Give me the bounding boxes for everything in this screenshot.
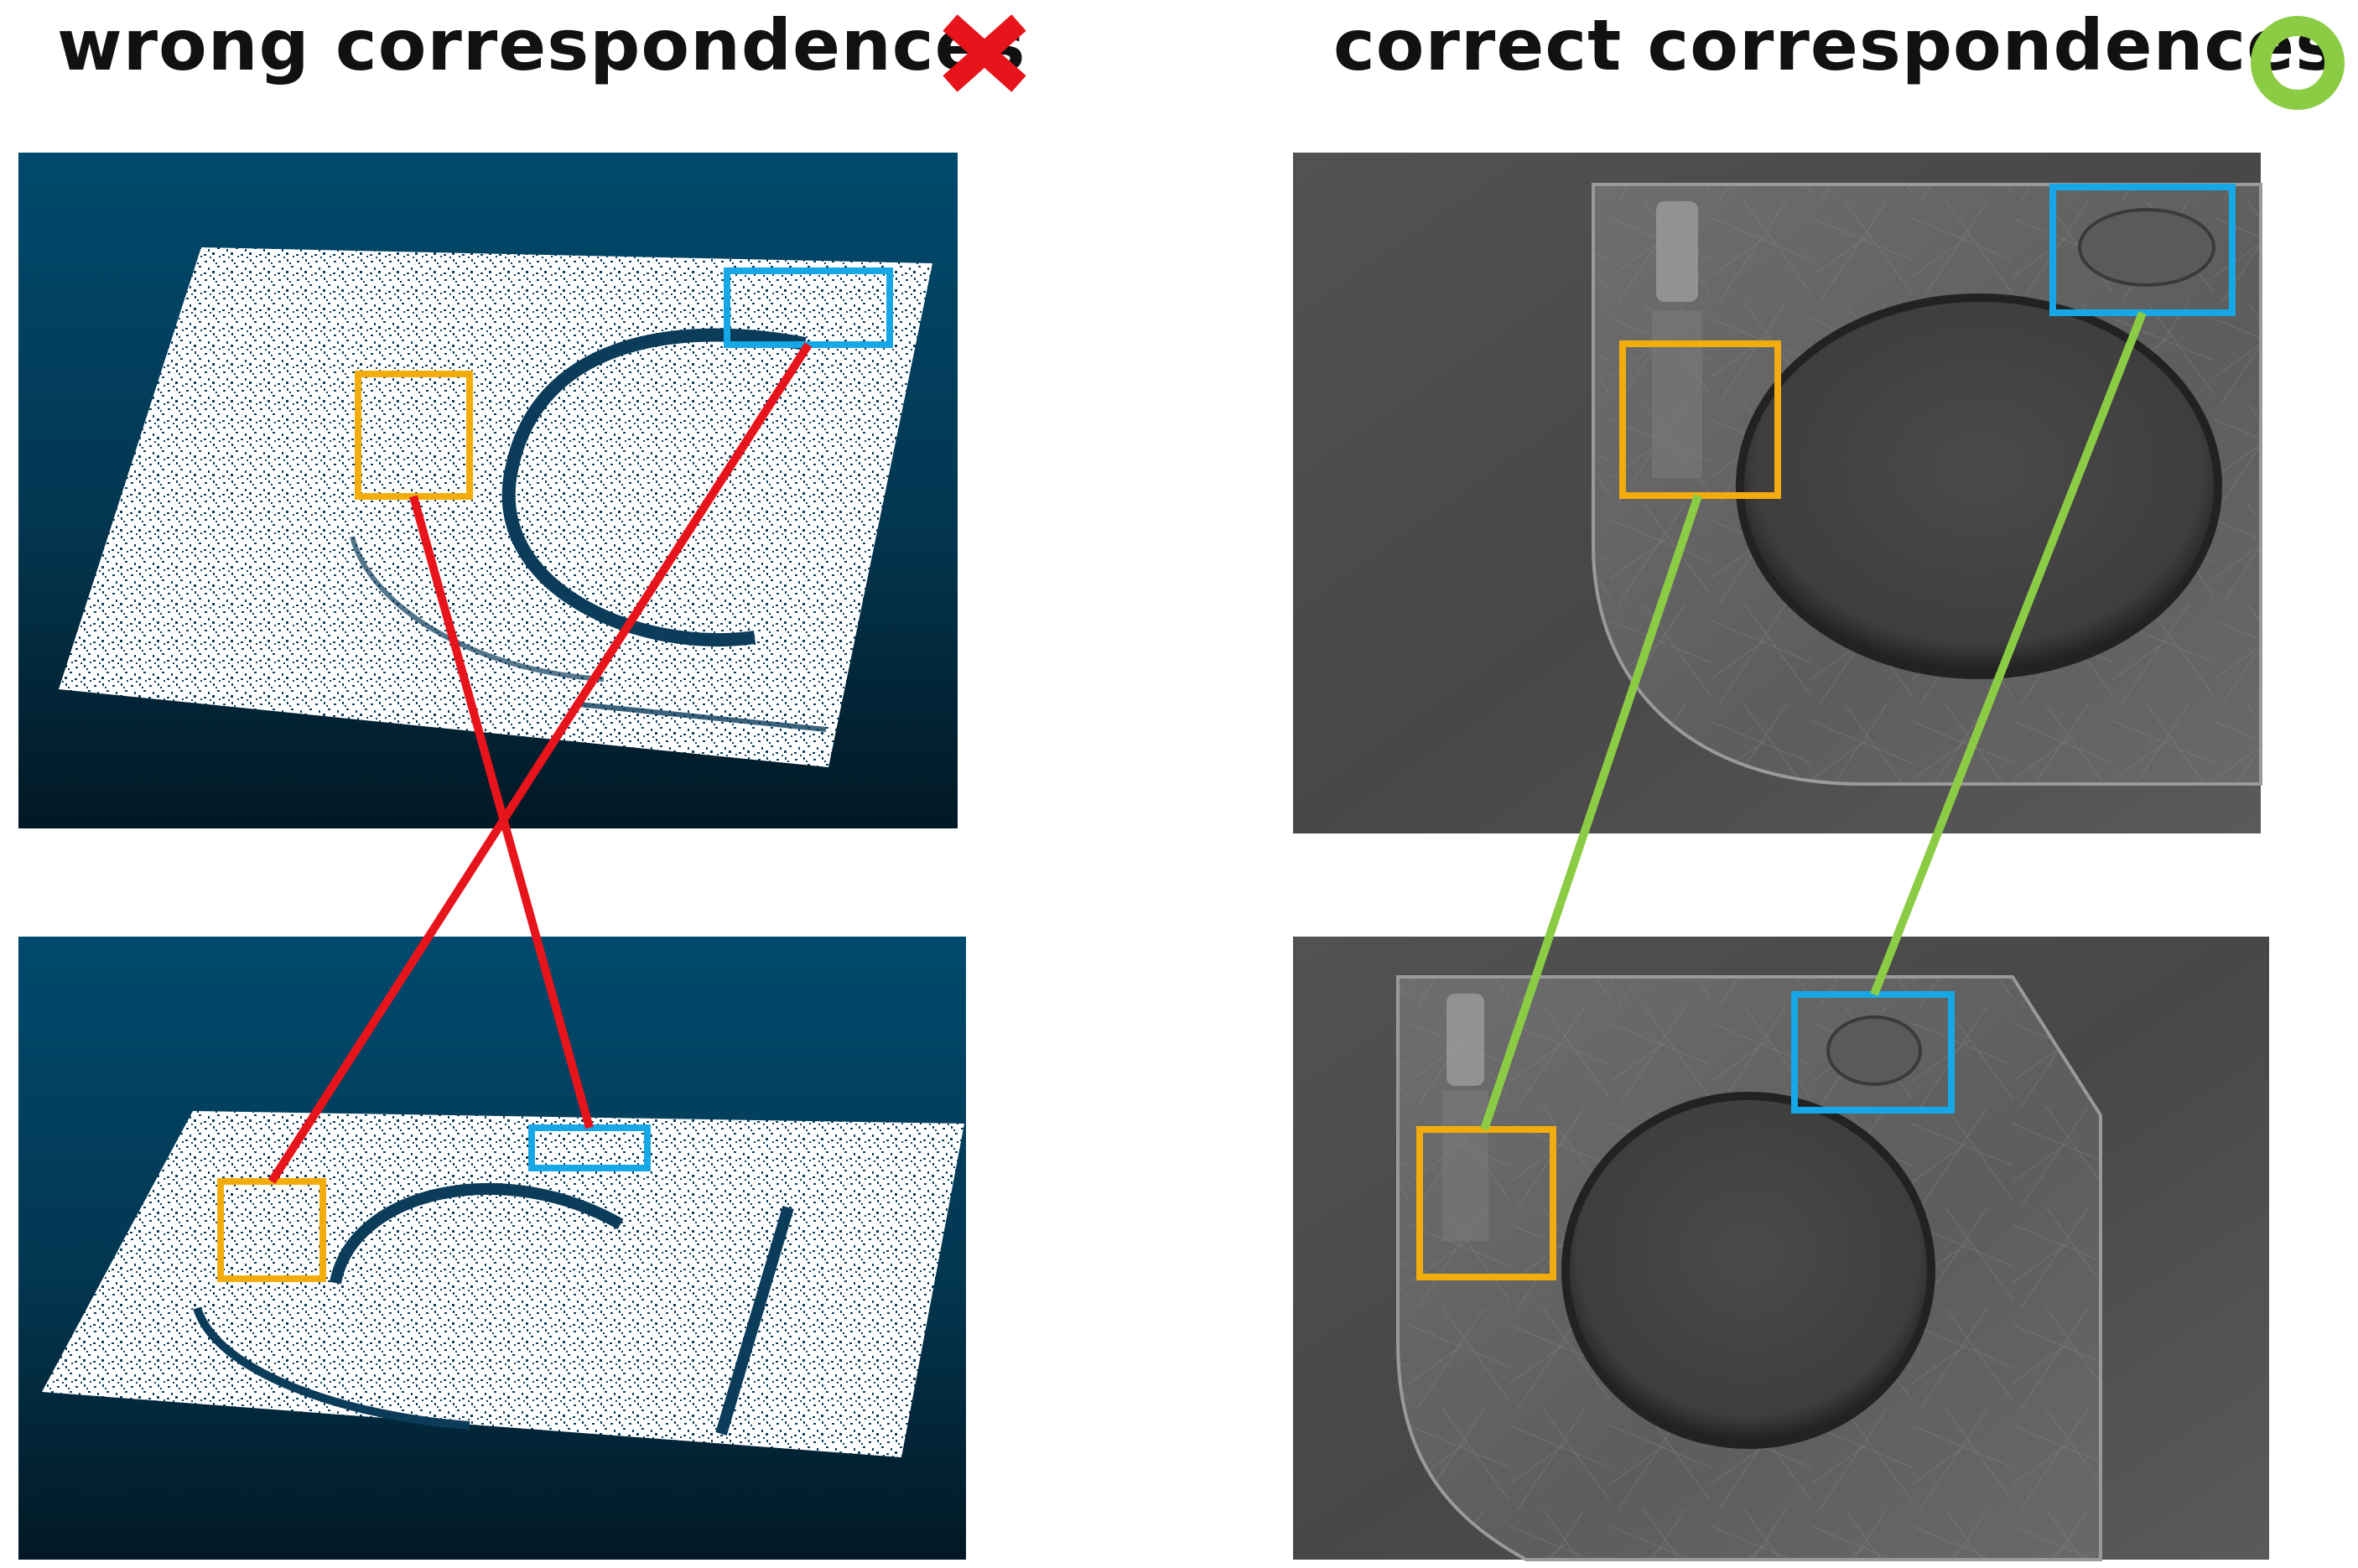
wrong-line-blue-to-orange: [267, 342, 813, 1184]
pointcloud-bottom: [42, 1111, 964, 1457]
photo-top: [1592, 183, 2262, 786]
pointcloud-top: [59, 247, 932, 767]
circle-icon: [2251, 16, 2345, 110]
title-correct-correspondences: correct correspondences: [1333, 4, 2339, 86]
photo-bottom: [1396, 975, 2102, 1561]
title-wrong-correspondences: wrong correspondences: [57, 4, 1026, 86]
correct-line-orange: [1480, 494, 1702, 1131]
orange-box-top-right: [1619, 340, 1781, 499]
blue-box-bottom-right: [1791, 991, 1955, 1114]
wrong-line-orange-to-blue: [409, 495, 594, 1129]
cross-icon: [943, 14, 1026, 92]
correct-line-blue: [1870, 311, 2147, 996]
